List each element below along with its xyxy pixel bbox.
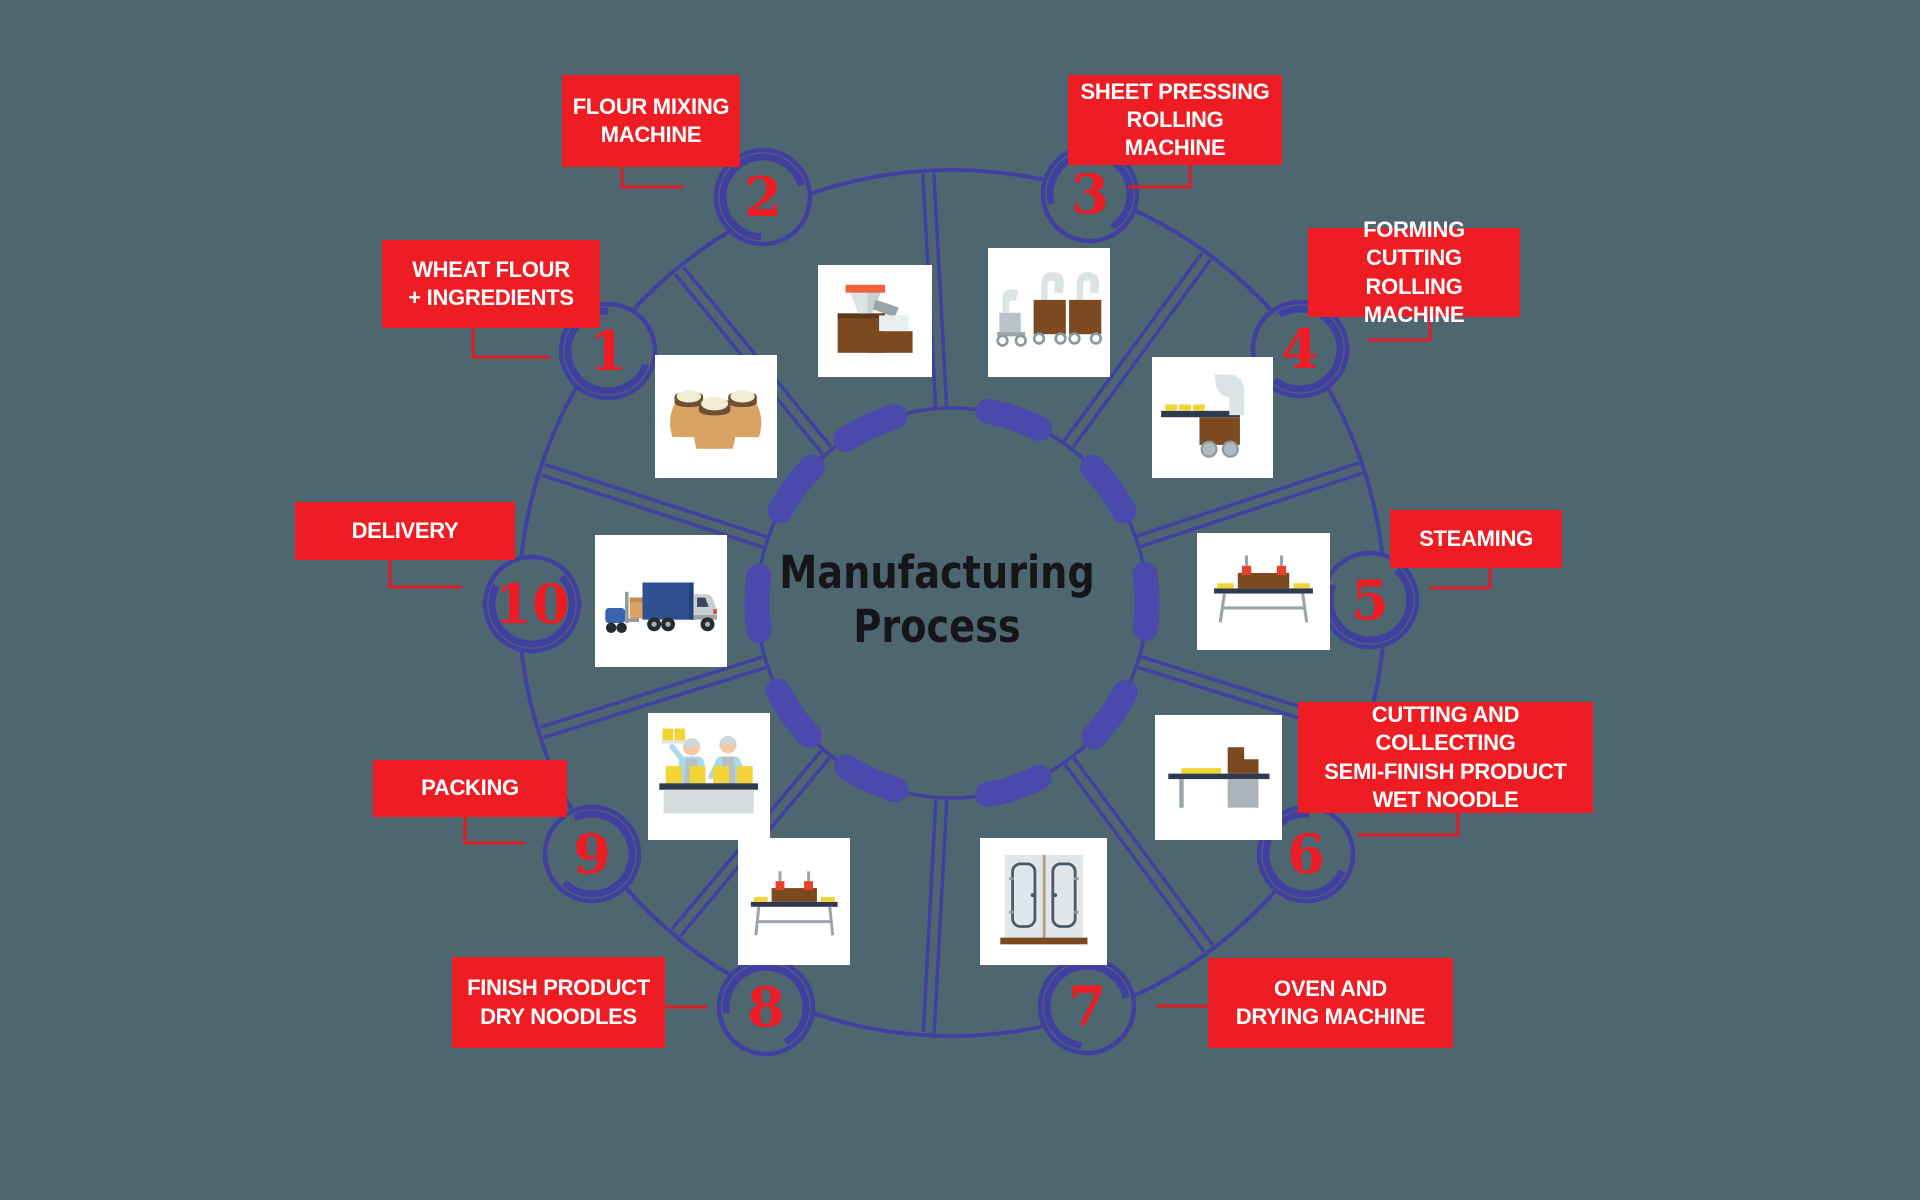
- segment-divider: [921, 799, 938, 1033]
- inner-ring-dash: [1079, 454, 1137, 524]
- inner-ring-dash: [833, 404, 908, 452]
- forming-machine-icon: [1161, 374, 1245, 458]
- step-5-number: 5: [1351, 568, 1389, 632]
- segment-divider: [932, 799, 949, 1033]
- title-line-1: Manufacturing: [779, 546, 1095, 599]
- step-2-icon-box: [818, 265, 932, 377]
- step-5-icon-box: [1197, 533, 1330, 650]
- inner-ring-dash: [767, 454, 825, 524]
- segment-divider: [932, 173, 949, 407]
- step-9-label: PACKING: [373, 760, 567, 817]
- segment-divider: [543, 665, 767, 740]
- label-connector: [463, 817, 525, 845]
- step-1-number: 1: [589, 319, 627, 383]
- step-number-ring-accent: [1262, 810, 1346, 898]
- step-7-number: 7: [1068, 974, 1106, 1038]
- segment-divider: [539, 655, 764, 729]
- step-5-label: STEAMING: [1390, 510, 1562, 568]
- step-3-label: SHEET PRESSING ROLLING MACHINE: [1068, 75, 1282, 165]
- segment-divider: [1136, 461, 1360, 538]
- step-9-icon-box: [648, 713, 770, 840]
- step-6-label: CUTTING AND COLLECTING SEMI-FINISH PRODU…: [1298, 702, 1593, 813]
- inner-ring-dash: [975, 765, 1052, 808]
- packing-workers-icon: [659, 728, 759, 814]
- pressing-machines-icon: [996, 271, 1103, 347]
- step-4-number: 4: [1281, 317, 1319, 381]
- step-number-ring: [1250, 299, 1350, 399]
- inner-ring-dash: [1132, 562, 1160, 642]
- step-6-icon-box: [1155, 715, 1282, 840]
- step-8-label: FINISH PRODUCT DRY NOODLES: [452, 957, 665, 1048]
- dry-noodles-icon: [750, 870, 838, 936]
- step-number-ring-accent: [722, 963, 810, 1046]
- step-8-icon-box: [738, 838, 850, 965]
- step-number-ring-accent: [1043, 962, 1130, 1050]
- step-4-label: FORMING CUTTING ROLLING MACHINE: [1308, 217, 1520, 327]
- segment-divider: [1072, 756, 1215, 947]
- segment-divider: [1140, 471, 1363, 549]
- inner-ring-dash: [1081, 680, 1138, 750]
- step-number-ring: [542, 804, 642, 904]
- step-8-number: 8: [747, 975, 785, 1039]
- label-connector: [1358, 813, 1460, 837]
- step-number-ring-accent: [1272, 305, 1344, 393]
- step-2-number: 2: [744, 165, 782, 229]
- step-number-ring-accent: [719, 153, 805, 241]
- step-1-icon-box: [655, 355, 777, 478]
- title-line-2: Process: [853, 600, 1021, 653]
- inner-ring-dash: [975, 398, 1052, 442]
- step-number-ring: [482, 554, 582, 654]
- label-connector: [1128, 165, 1192, 189]
- label-connector: [1368, 317, 1432, 342]
- step-4-icon-box: [1152, 357, 1273, 478]
- step-7-icon-box: [980, 838, 1107, 965]
- inner-ring-dash: [834, 754, 909, 803]
- step-number-ring: [713, 147, 813, 247]
- step-3-icon-box: [988, 248, 1110, 377]
- label-connector: [388, 560, 462, 589]
- steaming-conveyor-icon: [1214, 555, 1313, 623]
- step-10-number: 10: [494, 572, 570, 636]
- step-7-label: OVEN AND DRYING MACHINE: [1208, 958, 1453, 1048]
- step-number-ring-accent: [488, 574, 576, 648]
- diagram-title: Manufacturing Process: [746, 546, 1129, 654]
- cutting-conveyor-icon: [1167, 746, 1270, 808]
- flour-sacks-icon: [670, 390, 762, 450]
- segment-divider: [1063, 763, 1206, 953]
- mixing-machine-icon: [837, 284, 913, 353]
- delivery-truck-icon: [605, 582, 717, 633]
- step-3-number: 3: [1071, 162, 1109, 226]
- step-1-label: WHEAT FLOUR + INGREDIENTS: [382, 240, 600, 328]
- label-connector: [471, 328, 550, 359]
- step-10-label: DELIVERY: [295, 502, 515, 560]
- inner-ring-dash: [744, 563, 772, 644]
- step-6-number: 6: [1287, 822, 1325, 886]
- label-connector: [1430, 568, 1492, 590]
- step-10-icon-box: [595, 535, 727, 667]
- segment-divider: [544, 462, 767, 539]
- oven-icon: [999, 854, 1088, 944]
- step-9-number: 9: [573, 822, 611, 886]
- inner-ring-dash: [765, 678, 822, 749]
- step-number-ring-accent: [561, 810, 636, 898]
- segment-divider: [1062, 251, 1204, 442]
- step-2-label: FLOUR MIXING MACHINE: [562, 75, 740, 167]
- step-number-ring-accent: [1326, 567, 1414, 644]
- segment-divider: [1071, 258, 1213, 449]
- label-connector: [620, 167, 683, 189]
